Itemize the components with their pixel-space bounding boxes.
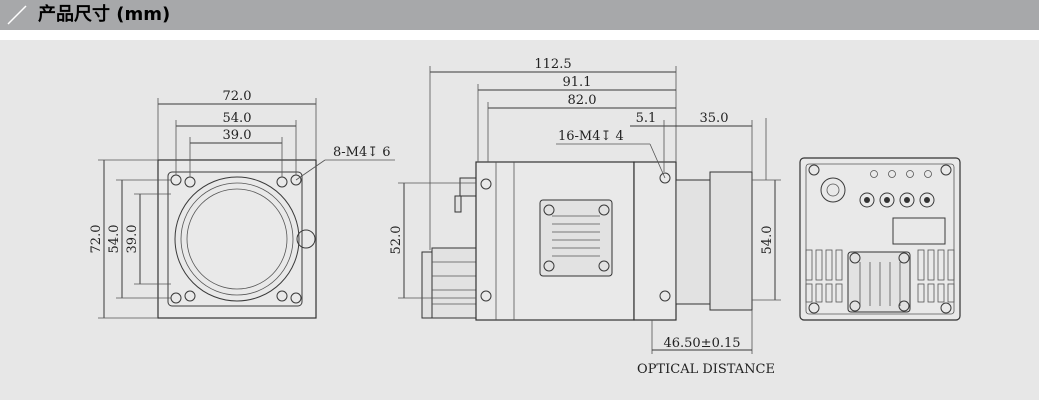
- front-height-inner: 39.0: [125, 225, 140, 254]
- rear-connectors: [859, 192, 935, 208]
- front-height-mid: 54.0: [107, 225, 122, 254]
- side-screw-note: 16-M4↧ 4: [558, 129, 624, 144]
- optical-distance-label: OPTICAL DISTANCE: [637, 362, 775, 377]
- front-screw-note: 8-M4↧ 6: [333, 145, 391, 160]
- side-view: [398, 66, 781, 354]
- side-lens-mount-length: 35.0: [700, 111, 729, 126]
- front-width-mid: 54.0: [223, 111, 252, 126]
- front-width-outer: 72.0: [223, 89, 252, 104]
- front-view: [98, 98, 395, 319]
- side-height-left: 52.0: [389, 226, 404, 255]
- front-width-inner: 39.0: [223, 128, 252, 143]
- side-height-right: 54.0: [760, 226, 775, 255]
- header-slash-icon: [7, 5, 27, 25]
- optical-distance-value: 46.50±0.15: [663, 336, 740, 351]
- side-length-2: 91.1: [563, 75, 592, 90]
- side-total-length: 112.5: [534, 57, 571, 72]
- drawing-panel: 72.0 54.0 39.0 72.0 54.0 39.0 8-M4↧ 6: [0, 40, 1039, 400]
- front-height-outer: 72.0: [89, 225, 104, 254]
- side-flange-offset: 5.1: [636, 111, 657, 126]
- rear-view: [799, 157, 961, 321]
- header-bar: [0, 0, 1039, 30]
- dimension-drawing: 72.0 54.0 39.0 72.0 54.0 39.0 8-M4↧ 6: [89, 57, 961, 377]
- rear-leds: [870, 170, 932, 178]
- page-title: 产品尺寸 (mm): [38, 4, 171, 25]
- side-length-3: 82.0: [568, 93, 597, 108]
